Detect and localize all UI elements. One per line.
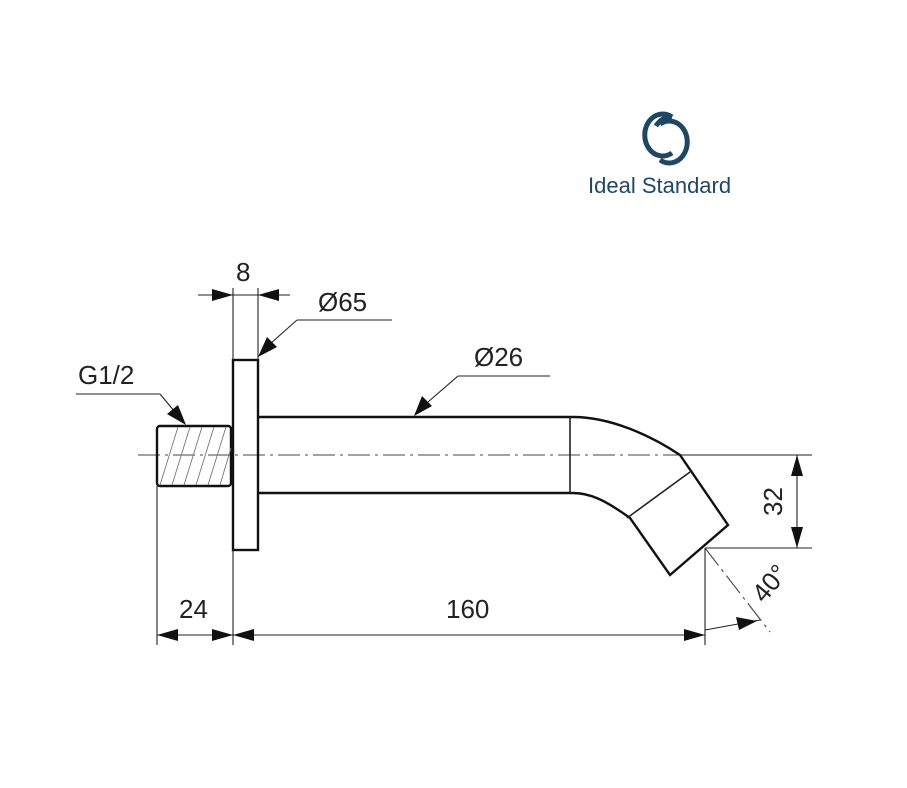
label-flange-thickness: 8 <box>236 257 250 287</box>
dim-spout-length: 160 <box>233 548 706 645</box>
label-outlet-drop: 32 <box>758 487 788 516</box>
brand-name: Ideal Standard <box>588 173 731 198</box>
wall-flange <box>231 358 260 552</box>
rings-logo-icon <box>642 111 690 166</box>
dim-thread-length: 24 <box>156 486 234 645</box>
label-spout-diameter: Ø26 <box>474 342 523 372</box>
dim-flange-thickness: 8 <box>198 257 290 360</box>
dim-outlet-angle: 40° <box>704 547 794 633</box>
brand-logo: Ideal Standard <box>588 111 731 198</box>
label-thread-length: 24 <box>179 594 208 624</box>
label-outlet-angle: 40° <box>746 558 794 607</box>
dim-spout-diameter: Ø26 <box>414 342 550 416</box>
label-spout-length: 160 <box>446 594 489 624</box>
label-flange-diameter: Ø65 <box>318 287 367 317</box>
label-thread: G1/2 <box>78 360 134 390</box>
dim-thread: G1/2 <box>76 360 186 425</box>
dim-outlet-drop: 32 <box>680 454 812 549</box>
threaded-connector <box>155 424 233 488</box>
spout-body <box>258 415 730 577</box>
dim-flange-diameter: Ø65 <box>258 287 392 357</box>
